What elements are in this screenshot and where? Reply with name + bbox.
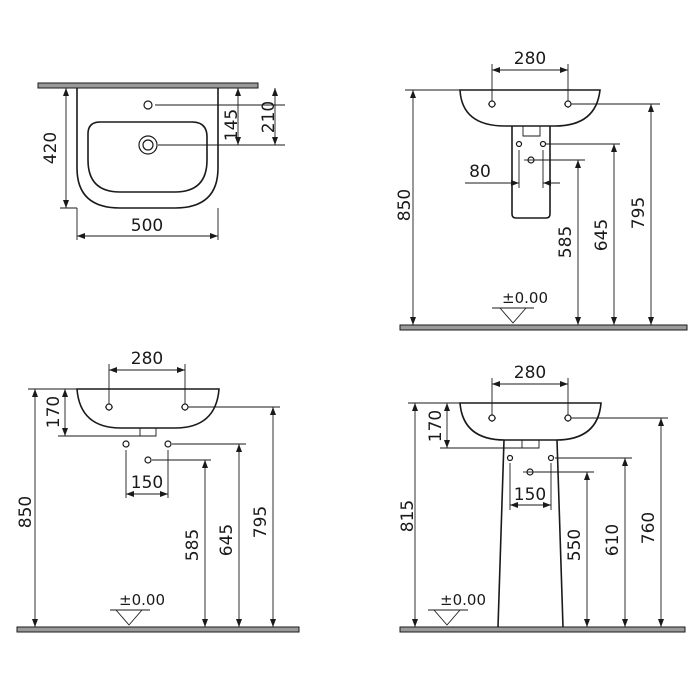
supply-height-label: 645 bbox=[217, 524, 237, 556]
fixing-height-label: 795 bbox=[251, 506, 271, 538]
fixing-spacing-label: 280 bbox=[131, 349, 163, 369]
floor-level-label: ±0.00 bbox=[440, 591, 486, 609]
fixing-height-label: 795 bbox=[629, 197, 649, 229]
floor-strip bbox=[399, 324, 688, 331]
waste-height-label: 585 bbox=[183, 529, 203, 561]
rim-height-label: 815 bbox=[398, 500, 418, 532]
front-semi-pedestal-view: 280 80 850 795 645 585 ±0. bbox=[395, 49, 688, 331]
bowl-outline bbox=[87, 121, 208, 193]
width-label: 500 bbox=[131, 216, 163, 236]
waste-height-label: 585 bbox=[556, 226, 576, 258]
floor-strip bbox=[399, 626, 686, 633]
supply-spacing-label: 150 bbox=[514, 485, 546, 505]
basin-front-outline bbox=[459, 402, 602, 441]
waste-outlet-inner bbox=[142, 139, 154, 151]
fixing-spacing-label: 280 bbox=[514, 363, 546, 383]
top-view: 420 500 145 210 bbox=[37, 82, 285, 240]
basin-front-outline bbox=[459, 89, 601, 127]
floor-strip bbox=[16, 626, 300, 633]
front-full-pedestal-view: 280 170 150 815 760 610 bbox=[398, 363, 686, 633]
semi-pedestal-outline bbox=[511, 126, 551, 219]
wall-strip bbox=[37, 82, 259, 89]
floor-level-marker bbox=[115, 609, 143, 626]
rim-height-label: 850 bbox=[16, 496, 36, 528]
basin-height-label: 170 bbox=[44, 396, 64, 428]
fixing-height-label: 760 bbox=[639, 512, 659, 544]
waste-width-label: 80 bbox=[469, 162, 491, 182]
fixing-spacing-label: 280 bbox=[514, 49, 546, 69]
basin-height-label: 170 bbox=[426, 410, 446, 442]
waste-offset-label: 145 bbox=[222, 109, 242, 141]
floor-level-label: ±0.00 bbox=[119, 591, 165, 609]
supply-spacing-label: 150 bbox=[131, 473, 163, 493]
waste-height-label: 550 bbox=[565, 529, 585, 561]
rim-height-label: 850 bbox=[395, 189, 415, 221]
depth-label: 420 bbox=[41, 132, 61, 164]
supply-height-label: 610 bbox=[603, 524, 623, 556]
basin-front-outline bbox=[76, 388, 220, 429]
tap-offset-label: 210 bbox=[259, 101, 279, 133]
floor-level-marker bbox=[433, 609, 461, 626]
supply-height-label: 645 bbox=[592, 219, 612, 251]
floor-level-marker bbox=[499, 307, 527, 324]
floor-level-label: ±0.00 bbox=[502, 289, 548, 307]
pedestal-outline bbox=[497, 439, 564, 628]
basin-outline bbox=[76, 88, 219, 209]
front-wall-hung-view: 280 170 150 850 795 645 bbox=[16, 349, 300, 633]
tap-hole bbox=[143, 100, 153, 110]
